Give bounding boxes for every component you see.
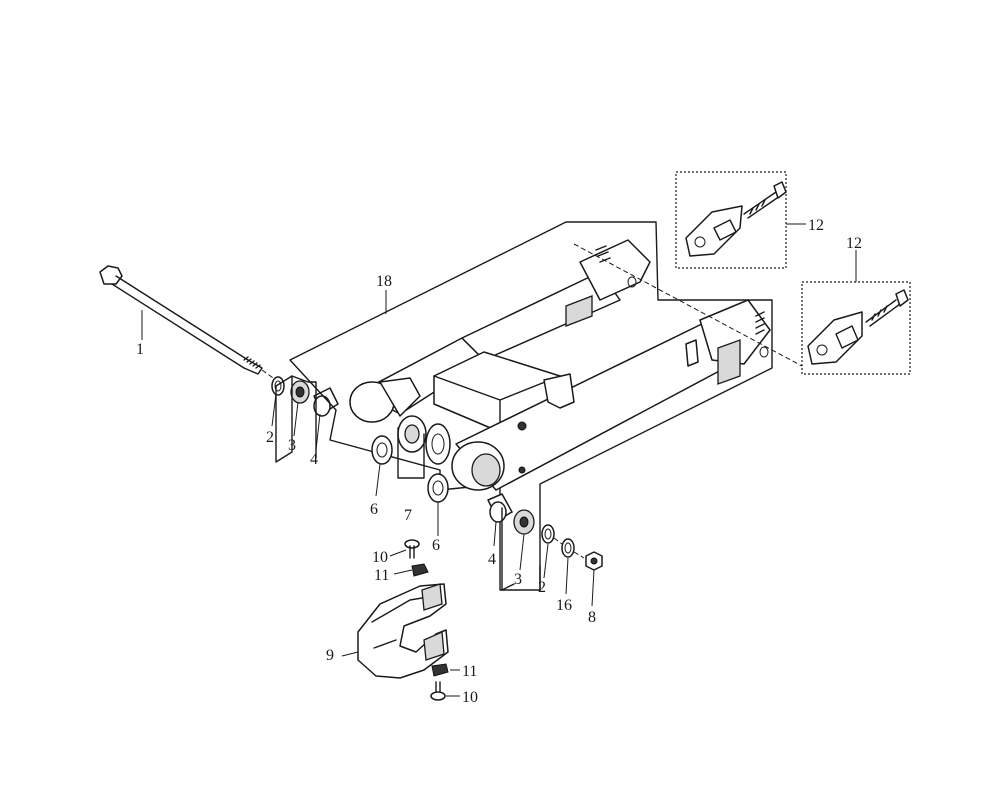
callout-12-upper: 12	[808, 217, 824, 234]
bracket-2-3	[275, 375, 293, 463]
chain-adjuster-12-upper	[675, 171, 787, 269]
callout-6-right: 6	[432, 537, 440, 554]
callout-2-left: 2	[266, 429, 274, 446]
callout-11-top: 11	[374, 567, 389, 584]
center-washer-6a	[371, 435, 393, 465]
callout-1: 1	[136, 341, 144, 358]
callout-7: 7	[404, 507, 412, 524]
bracket-7	[397, 427, 425, 479]
callout-16: 16	[556, 597, 572, 614]
swingarm-body	[289, 221, 773, 591]
callout-3-right: 3	[514, 571, 522, 588]
clip-11-bottom	[431, 663, 449, 677]
bracket-3-4	[291, 375, 317, 459]
axle-center-line	[573, 243, 803, 367]
leader-lines	[141, 223, 857, 697]
callout-4-right: 4	[488, 551, 496, 568]
clip-11-top	[411, 563, 429, 577]
center-bushing-7	[397, 415, 451, 465]
callout-3-left: 3	[288, 437, 296, 454]
chain-guard-9	[357, 583, 449, 679]
callout-10-bottom: 10	[462, 689, 478, 706]
callout-6-left: 6	[370, 501, 378, 518]
callout-10-top: 10	[372, 549, 388, 566]
callout-11-bottom: 11	[462, 663, 477, 680]
callout-2-right: 2	[538, 579, 546, 596]
callout-4-left: 4	[310, 451, 318, 468]
nut-8	[585, 551, 603, 571]
right-bearing-3	[513, 509, 535, 535]
right-collar-4	[487, 493, 513, 523]
callouts: 1 2 3 4 6 7 6 4 3 2 16 8 10 11 9 11 10 1…	[136, 217, 862, 706]
right-washer-2	[541, 524, 555, 544]
callout-18: 18	[376, 273, 392, 290]
callout-12-lower: 12	[846, 235, 862, 252]
callout-9: 9	[326, 647, 334, 664]
callout-8: 8	[588, 609, 596, 626]
bolt-10-bottom	[430, 681, 446, 701]
bolt-10-top	[404, 539, 420, 559]
left-washer-2	[271, 376, 285, 396]
left-bearing-3	[290, 380, 310, 404]
bracket-right	[501, 507, 541, 591]
center-washer-6b	[427, 473, 449, 503]
pivot-axle	[99, 265, 263, 375]
washer-16	[561, 538, 575, 558]
chain-adjuster-12-lower	[801, 281, 911, 375]
left-collar-4	[313, 387, 339, 417]
